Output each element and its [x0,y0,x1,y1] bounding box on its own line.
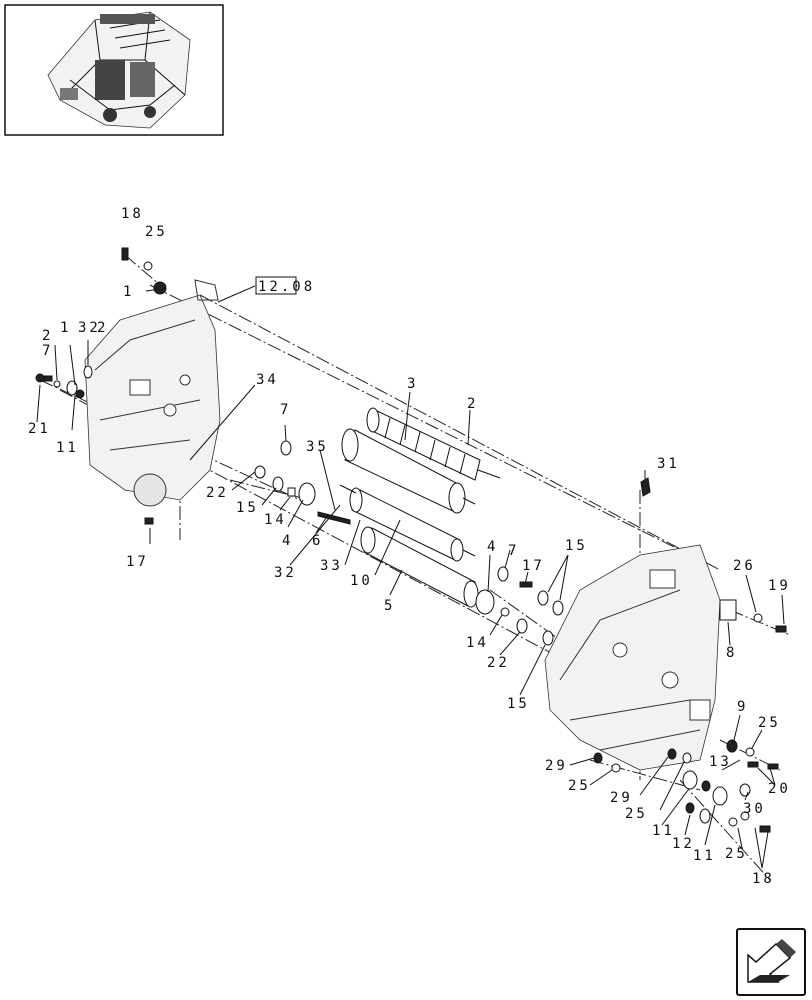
callout-17-right: 17 [522,558,545,574]
callout-25-upper: 25 [758,715,781,731]
callout-15-right: 15 [565,538,588,554]
callout-2-roller: 2 [467,396,478,412]
callout-32: 32 [78,320,101,336]
callout-17-left: 17 [126,554,149,570]
left-side-frame [84,279,221,507]
callout-21: 21 [28,421,51,437]
callout-2-left: 2 [97,320,108,336]
callout-22-right: 22 [487,655,510,671]
callout-labels: 18 25 1 2 7 1 32 2 21 11 34 7 35 22 15 1… [28,206,791,887]
callout-18: 18 [121,206,144,222]
callout-25-lower: 25 [725,846,748,862]
callout-4-right: 4 [487,539,498,555]
callout-34: 34 [256,372,279,388]
callout-19: 19 [768,578,791,594]
callout-7-center: 7 [280,402,291,418]
callout-29: 29 [610,790,633,806]
leader-lines [36,285,785,869]
callout-11: 11 [56,440,79,456]
callout-10: 10 [350,573,373,589]
callout-4: 4 [282,533,293,549]
roller-3-fluted [366,407,501,481]
next-page-arrow-icon[interactable] [736,928,806,996]
reference-label: 12.08 [258,279,315,295]
callout-15: 15 [236,500,259,516]
callout-1-left: 1 [60,320,71,336]
hardware-parts [35,247,787,833]
thumbnail-inset [4,4,224,136]
callout-33: 33 [320,558,343,574]
callout-25-left: 25 [568,778,591,794]
callout-30: 30 [743,801,766,817]
roller-5 [360,526,479,608]
callout-25: 25 [145,224,168,240]
callout-20: 20 [768,781,791,797]
callout-26: 26 [733,558,756,574]
roller-main [341,428,476,514]
callout-3: 3 [407,376,418,392]
callout-8: 8 [726,645,737,661]
baler-thumbnail-image [47,11,191,129]
callout-2: 2 [42,328,53,344]
callout-11-mid: 11 [652,823,675,839]
callout-25-mid: 25 [625,806,648,822]
callout-12: 12 [672,836,695,852]
right-side-frame [544,544,721,771]
callout-22: 22 [206,485,229,501]
callout-1: 1 [123,284,134,300]
callout-9: 9 [737,699,748,715]
reference-box-12-08: 12.08 [255,276,315,295]
callout-11-lower: 11 [693,848,716,864]
callout-7: 7 [42,343,53,359]
callout-14-right: 14 [466,635,489,651]
callout-32-center: 32 [274,565,297,581]
callout-15-lower: 15 [507,696,530,712]
callout-5: 5 [384,598,395,614]
roller-10 [339,484,476,562]
callout-7-right: 7 [508,543,519,559]
callout-31: 31 [657,456,680,472]
callout-14: 14 [264,512,287,528]
callout-13: 13 [709,754,732,770]
callout-35: 35 [306,439,329,455]
callout-29-left: 29 [545,758,568,774]
callout-18-lower: 18 [752,871,775,887]
callout-6: 6 [312,533,323,549]
